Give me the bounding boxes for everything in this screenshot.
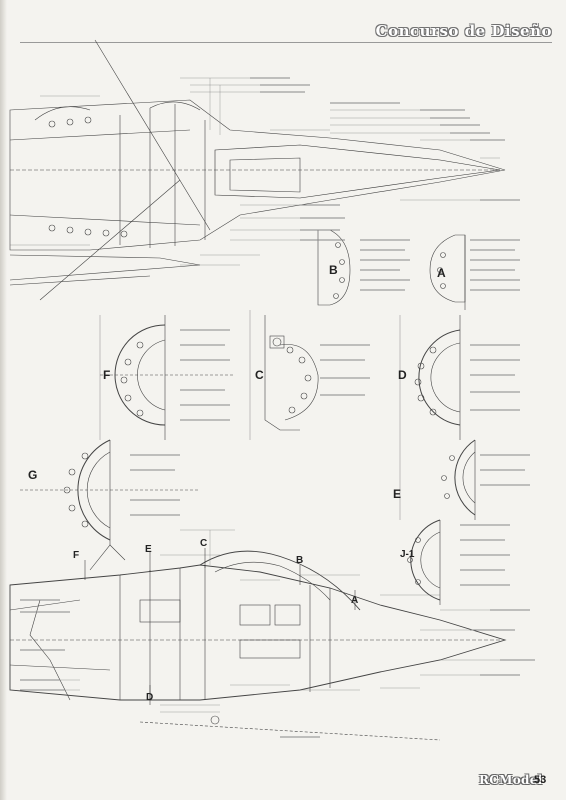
page-header-title: Concurso de Diseño [375,22,552,40]
magazine-logo: RCModel [479,773,543,787]
side-view-markers: F E C B A D [73,538,358,703]
section-label-g: G [28,468,37,482]
side-marker-b: B [296,555,303,566]
side-view-fuselage [9,544,507,741]
section-cut-markers [84,548,356,705]
section-label-d: D [398,368,407,382]
side-marker-c: C [200,538,207,549]
section-e-drawing [399,439,476,520]
top-leader-lines [10,77,500,266]
section-letters: B A F C D G E J-1 [28,263,446,560]
section-label-b: B [329,263,338,277]
section-g-drawing [20,439,200,545]
side-marker-e: E [145,544,152,555]
section-d-drawing [399,315,461,440]
side-marker-d: D [146,692,153,703]
side-leader-lines [20,529,500,713]
section-label-a: A [437,266,446,280]
top-view-fuselage [9,39,506,301]
section-label-c: C [255,368,264,382]
page-number: 53 [534,774,547,786]
side-marker-a: A [351,595,358,606]
section-label-f: F [103,368,110,382]
section-j1-drawing [407,519,441,605]
annotation-text-lines [20,77,535,738]
section-label-j1: J-1 [400,549,415,560]
page-binding-shadow [0,0,7,800]
section-label-e: E [393,487,401,501]
section-a-drawing [429,234,466,310]
section-c-drawing [249,310,319,440]
side-marker-f: F [73,550,79,561]
header-rule [20,42,552,43]
section-f-drawing [99,315,235,440]
